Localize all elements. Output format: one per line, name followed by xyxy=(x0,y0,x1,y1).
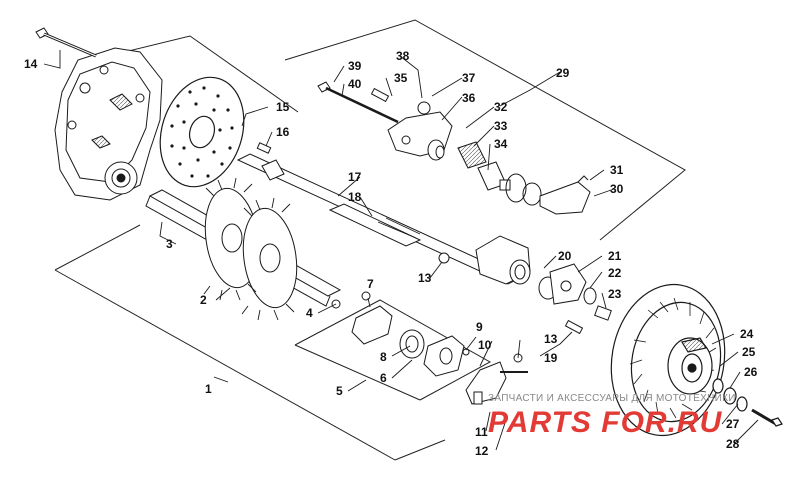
leader-lines xyxy=(43,50,759,451)
driven-pulley xyxy=(610,283,783,437)
callout-22: 22 xyxy=(608,266,622,280)
callout-17: 17 xyxy=(348,170,362,184)
callout-28: 28 xyxy=(726,437,740,451)
bearing-housing xyxy=(438,235,612,321)
callout-4: 4 xyxy=(306,306,313,320)
callout-31: 31 xyxy=(610,163,624,177)
callout-38: 38 xyxy=(396,49,410,63)
callout-39: 39 xyxy=(348,59,362,73)
callout-16: 16 xyxy=(276,125,290,139)
watermark: ЗАПЧАСТИ И АКСЕССУАРЫ ДЛЯ МОТОТЕХНИКИ PA… xyxy=(488,393,736,439)
callout-8: 8 xyxy=(380,350,387,364)
callout-15: 15 xyxy=(276,100,290,114)
callout-23: 23 xyxy=(608,287,622,301)
callout-11: 11 xyxy=(475,425,488,439)
watermark-caption: ЗАПЧАСТИ И АКСЕССУАРЫ ДЛЯ МОТОТЕХНИКИ xyxy=(488,393,736,404)
callout-37: 37 xyxy=(462,71,476,85)
callout-36: 36 xyxy=(462,91,476,105)
callout-32: 32 xyxy=(494,100,508,114)
callout-12: 12 xyxy=(475,444,489,458)
callout-9: 9 xyxy=(476,320,483,334)
callout-10: 10 xyxy=(478,338,492,352)
callout-29: 29 xyxy=(556,66,570,80)
callout-34: 34 xyxy=(494,137,508,151)
assembly-frames xyxy=(54,19,686,461)
callout-3: 3 xyxy=(166,237,173,251)
callout-27: 27 xyxy=(726,417,740,431)
callout-25: 25 xyxy=(742,345,756,359)
callout-13-lower: 13 xyxy=(544,332,558,346)
callout-7: 7 xyxy=(367,277,374,291)
drive-shaft xyxy=(236,142,522,285)
callout-19: 19 xyxy=(544,351,558,365)
callout-14: 14 xyxy=(24,57,38,71)
brake-disc xyxy=(159,76,245,188)
callout-33: 33 xyxy=(494,119,508,133)
drive-sprockets xyxy=(145,177,342,321)
callout-35: 35 xyxy=(394,71,408,85)
callout-20: 20 xyxy=(558,249,572,263)
callout-6: 6 xyxy=(380,371,387,385)
bolt-14 xyxy=(35,27,97,58)
callout-18: 18 xyxy=(348,190,362,204)
callout-labels: 1 2 3 4 5 6 7 8 9 10 11 12 13 13 14 15 1… xyxy=(24,49,758,458)
gear-case-housing xyxy=(54,47,163,201)
callout-26: 26 xyxy=(744,365,758,379)
brake-caliper-assembly xyxy=(317,81,591,215)
callout-30: 30 xyxy=(610,182,624,196)
callout-21: 21 xyxy=(608,249,622,263)
watermark-logo: PARTS FOR.RU xyxy=(488,406,723,439)
callout-13-upper: 13 xyxy=(418,271,432,285)
bearing-flange xyxy=(351,291,584,405)
callout-2: 2 xyxy=(200,293,207,307)
callout-1: 1 xyxy=(205,382,212,396)
callout-24: 24 xyxy=(740,327,754,341)
callout-40: 40 xyxy=(348,77,362,91)
callout-5: 5 xyxy=(336,384,343,398)
